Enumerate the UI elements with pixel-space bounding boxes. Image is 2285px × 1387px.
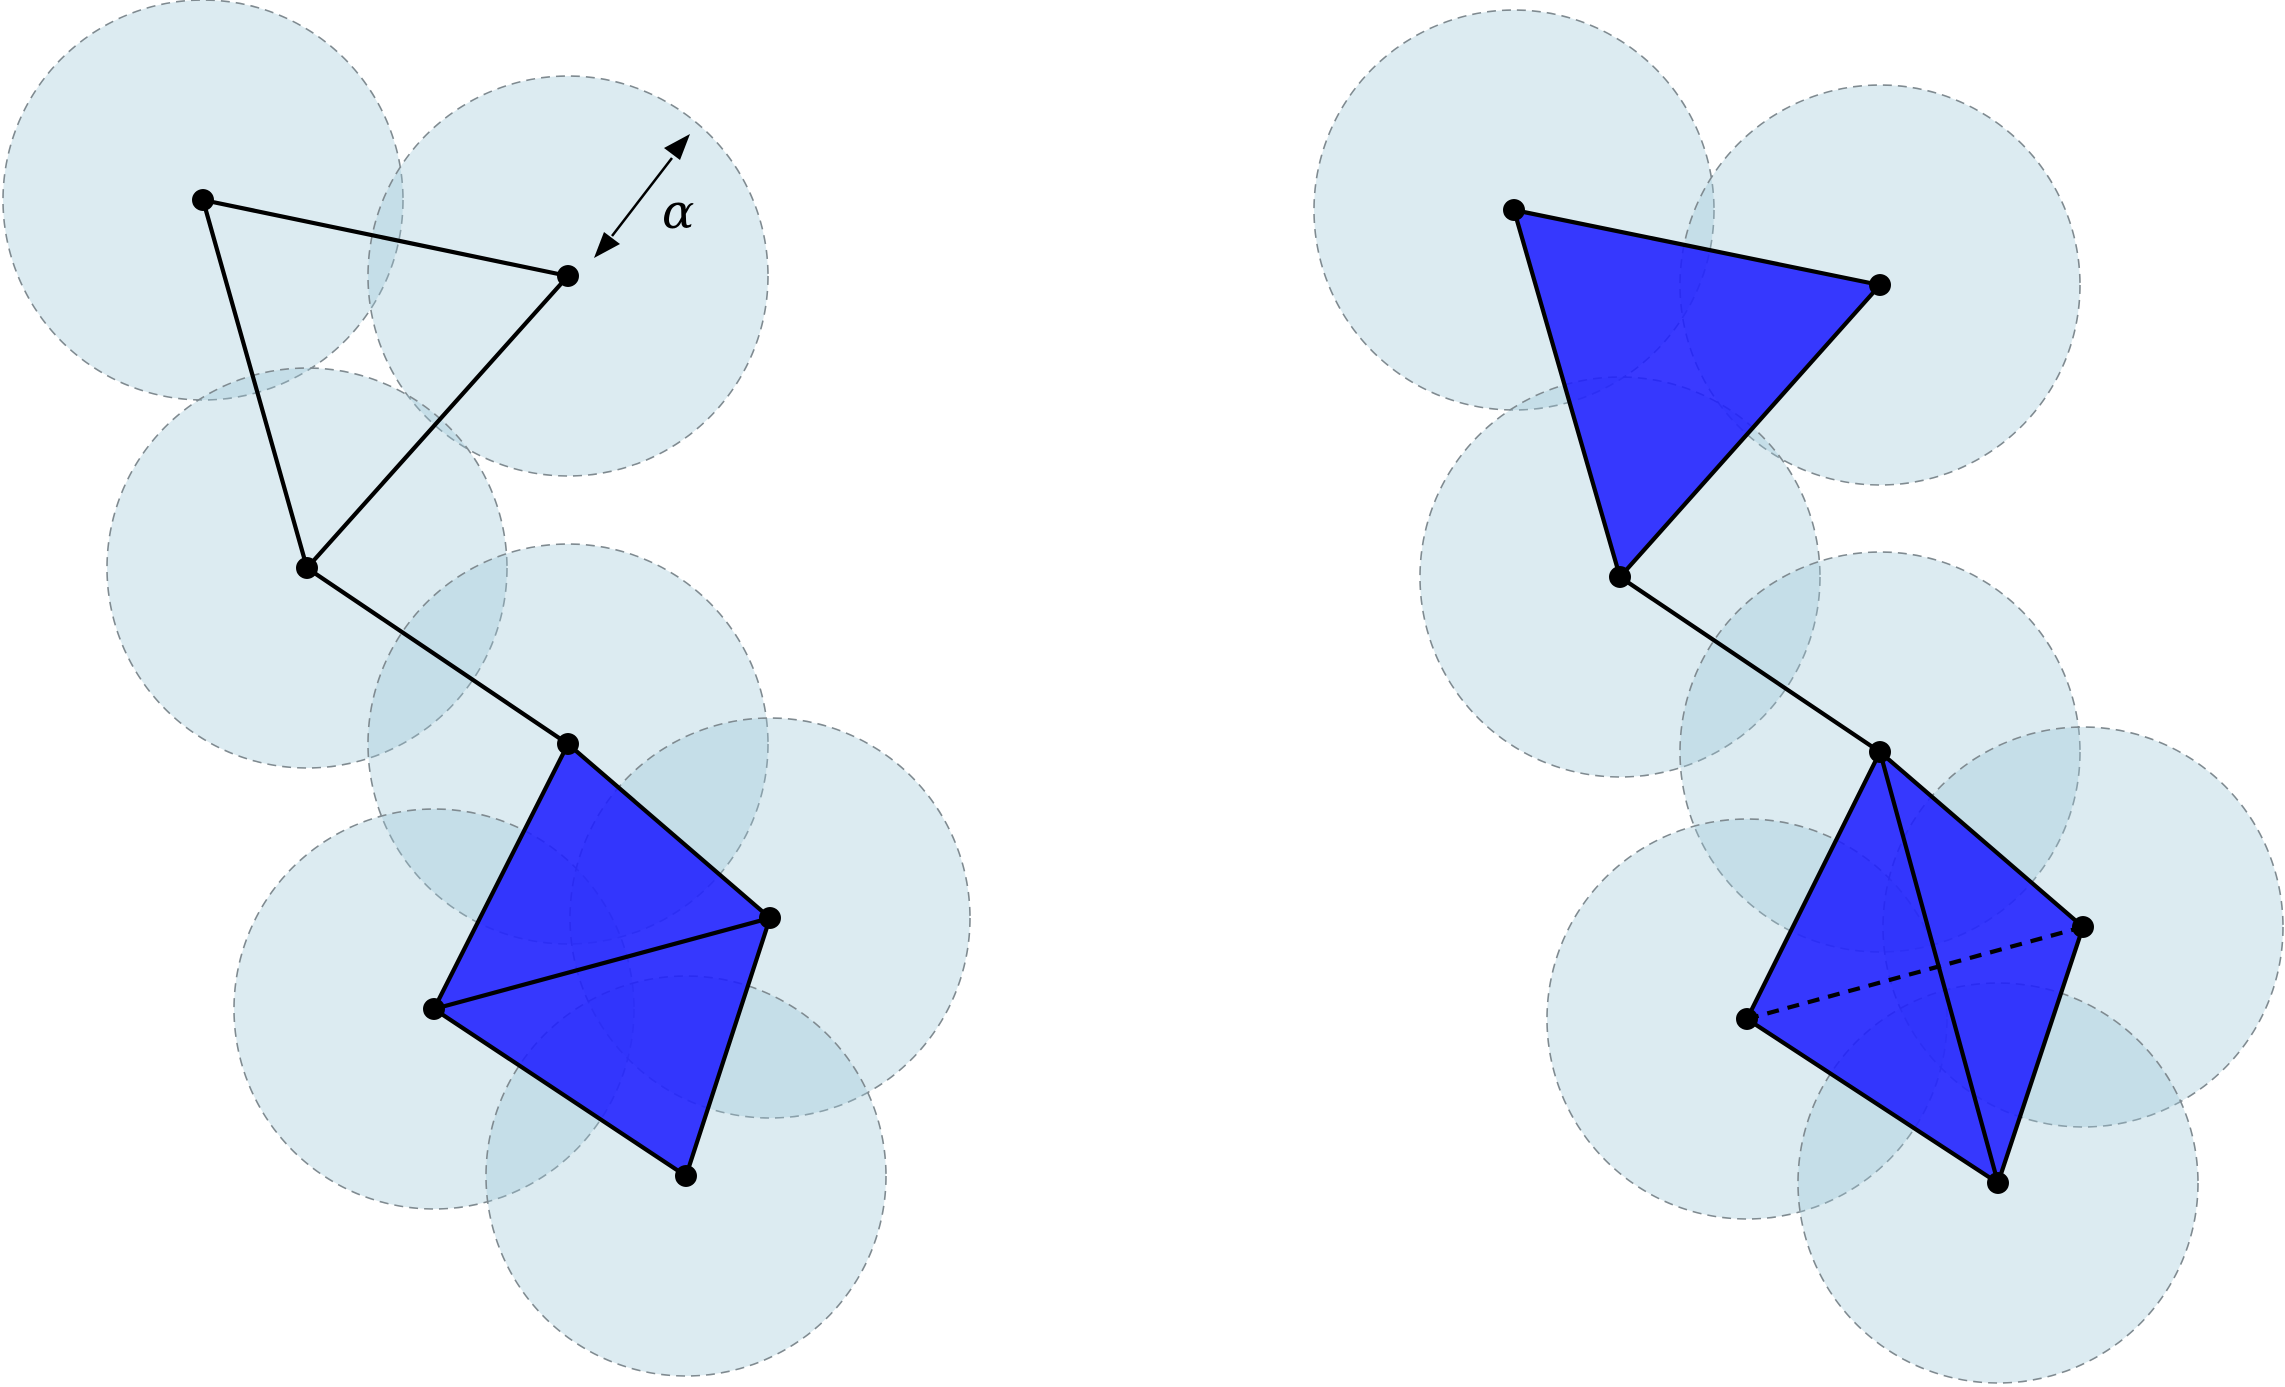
left-vertex-3 [557, 733, 579, 755]
right-edge-3 [1617, 574, 1883, 755]
right-edge-5 [1877, 749, 2086, 930]
left-edges-layer [200, 197, 773, 1179]
left-vertex-2 [296, 557, 318, 579]
right-edge-0 [1511, 207, 1883, 288]
left-vertex-4 [423, 998, 445, 1020]
alpha-arrow-line [611, 157, 673, 237]
right-face-1 [1747, 752, 1998, 1183]
alpha-label: α [662, 184, 694, 240]
right-face-0 [1514, 210, 1880, 577]
right-vertex-1 [1869, 274, 1891, 296]
right-edge-8 [1995, 924, 2086, 1186]
right-vertex-4 [1736, 1008, 1758, 1030]
left-vertices-layer [192, 189, 781, 1187]
right-vertex-5 [2072, 916, 2094, 938]
left-vertex-1 [557, 265, 579, 287]
right-edge-1 [1511, 207, 1623, 580]
left-edge-5 [565, 741, 773, 921]
left-edge-3 [304, 565, 571, 747]
left-edge-2 [304, 273, 571, 571]
right-edge-2 [1617, 282, 1883, 580]
right-edges-layer [1511, 207, 2086, 1186]
left-face-0 [434, 744, 770, 1009]
right-edge-4 [1744, 749, 1883, 1022]
alpha-radius-annotation: α [594, 134, 694, 258]
right-edge-7 [1744, 1016, 2001, 1186]
right-vertex-0 [1503, 199, 1525, 221]
left-vertex-6 [675, 1165, 697, 1187]
left-vertex-0 [192, 189, 214, 211]
right-vertex-6 [1987, 1172, 2009, 1194]
left-edge-6 [431, 915, 773, 1012]
left-edge-8 [683, 915, 773, 1179]
left-edge-7 [431, 1006, 689, 1179]
left-faces-layer [434, 744, 770, 1176]
right-vertices-layer [1503, 199, 2094, 1194]
right-vertex-3 [1869, 741, 1891, 763]
left-vertex-5 [759, 907, 781, 929]
left-edge-0 [200, 197, 571, 279]
right-hidden-edge-0 [1746, 924, 2084, 1022]
alpha-arrow-head-top [664, 134, 690, 160]
left-edge-1 [200, 197, 310, 571]
left-edge-4 [431, 741, 571, 1012]
left-face-1 [434, 918, 770, 1176]
right-vertex-2 [1609, 566, 1631, 588]
alpha-arrow-head-bottom [594, 232, 620, 258]
